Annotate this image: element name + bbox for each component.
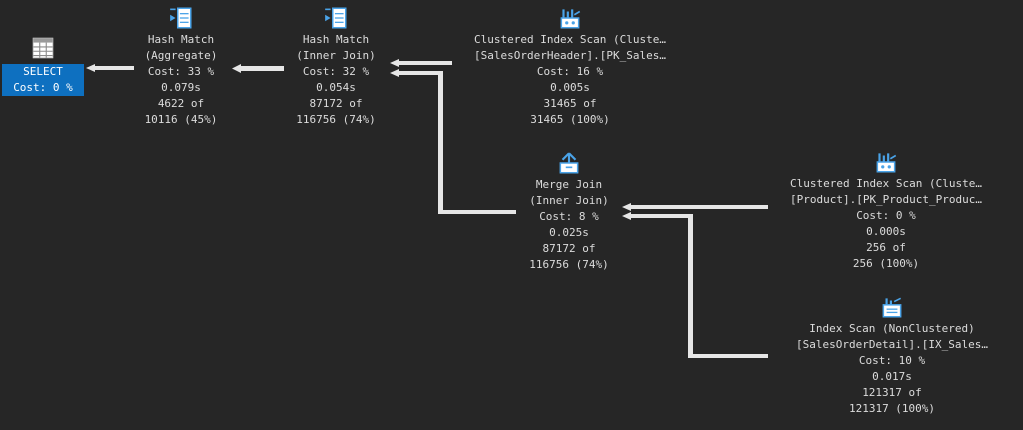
node-rows-actual: 256 of	[866, 241, 906, 254]
arrow-merge-to-hashjoin	[390, 69, 516, 214]
arrow-cisproduct-to-merge	[622, 203, 768, 211]
node-time: 0.017s	[872, 370, 912, 383]
arrow-hashagg-to-select	[86, 64, 134, 72]
node-cost: Cost: 32 %	[302, 65, 370, 78]
plan-node-merge-join[interactable]: Merge Join (Inner Join) Cost: 8 % 0.025s…	[516, 150, 622, 273]
plan-node-hash-match-aggregate[interactable]: Hash Match (Aggregate) Cost: 33 % 0.079s…	[130, 5, 232, 128]
plan-node-index-scan-nonclustered[interactable]: Index Scan (NonClustered) [SalesOrderDet…	[766, 294, 1018, 417]
node-time: 0.000s	[866, 225, 906, 238]
node-rows-estimated: 121317 (100%)	[848, 402, 936, 415]
node-rows-actual: 4622 of	[157, 97, 205, 110]
node-cost: Cost: 10 %	[858, 354, 926, 367]
node-rows-actual: 87172 of	[309, 97, 363, 110]
node-cost: Cost: 8 %	[539, 210, 599, 223]
arrow-indexscan-to-merge	[622, 212, 768, 358]
select-table-icon	[32, 37, 54, 59]
node-cost: Cost: 33 %	[147, 65, 215, 78]
node-rows-actual: 121317 of	[862, 386, 922, 399]
clustered-index-scan-icon	[560, 9, 581, 29]
node-time: 0.005s	[550, 81, 590, 94]
node-cost: Cost: 0 %	[856, 209, 916, 222]
plan-node-clustered-index-scan-product[interactable]: Clustered Index Scan (Cluste… [Product].…	[766, 149, 1006, 272]
hash-match-icon	[325, 7, 347, 29]
node-rows-estimated: 256 (100%)	[852, 257, 920, 270]
node-title: Hash Match	[147, 33, 215, 46]
node-subtitle: [SalesOrderHeader].[PK_Sales…	[473, 49, 667, 62]
clustered-index-scan-icon	[876, 153, 897, 173]
node-cost: Cost: 16 %	[536, 65, 604, 78]
node-time: 0.054s	[316, 81, 356, 94]
node-time: 0.079s	[161, 81, 201, 94]
index-scan-icon	[882, 297, 902, 318]
plan-node-clustered-index-scan-header[interactable]: Clustered Index Scan (Cluste… [SalesOrde…	[450, 5, 690, 128]
hash-match-icon	[170, 7, 192, 29]
arrow-cisheader-to-hashjoin	[390, 59, 452, 67]
node-subtitle: [Product].[PK_Product_Produc…	[789, 193, 983, 206]
node-rows-actual: 87172 of	[542, 242, 596, 255]
node-title: SELECT	[23, 65, 63, 78]
node-cost: Cost: 0 %	[13, 81, 73, 94]
node-title: Index Scan (NonClustered)	[809, 322, 975, 335]
select-label-box: SELECT Cost: 0 %	[2, 64, 84, 96]
node-title: Clustered Index Scan (Cluste…	[789, 177, 983, 190]
node-rows-actual: 31465 of	[543, 97, 597, 110]
plan-node-select[interactable]: SELECT Cost: 0 %	[2, 35, 84, 96]
merge-join-icon	[559, 152, 579, 174]
node-subtitle: (Aggregate)	[144, 49, 218, 62]
arrow-hashjoin-to-hashagg	[232, 64, 284, 73]
node-rows-estimated: 31465 (100%)	[530, 113, 610, 126]
plan-node-hash-match-inner-join[interactable]: Hash Match (Inner Join) Cost: 32 % 0.054…	[284, 5, 388, 128]
node-subtitle: (Inner Join)	[529, 194, 609, 207]
node-subtitle: [SalesOrderDetail].[IX_Sales…	[795, 338, 989, 351]
node-title: Hash Match	[302, 33, 370, 46]
node-subtitle: (Inner Join)	[296, 49, 376, 62]
node-rows-estimated: 10116 (45%)	[144, 113, 218, 126]
node-time: 0.025s	[549, 226, 589, 239]
node-rows-estimated: 116756 (74%)	[529, 258, 609, 271]
node-title: Clustered Index Scan (Cluste…	[473, 33, 667, 46]
node-title: Merge Join	[535, 178, 603, 191]
node-rows-estimated: 116756 (74%)	[296, 113, 376, 126]
